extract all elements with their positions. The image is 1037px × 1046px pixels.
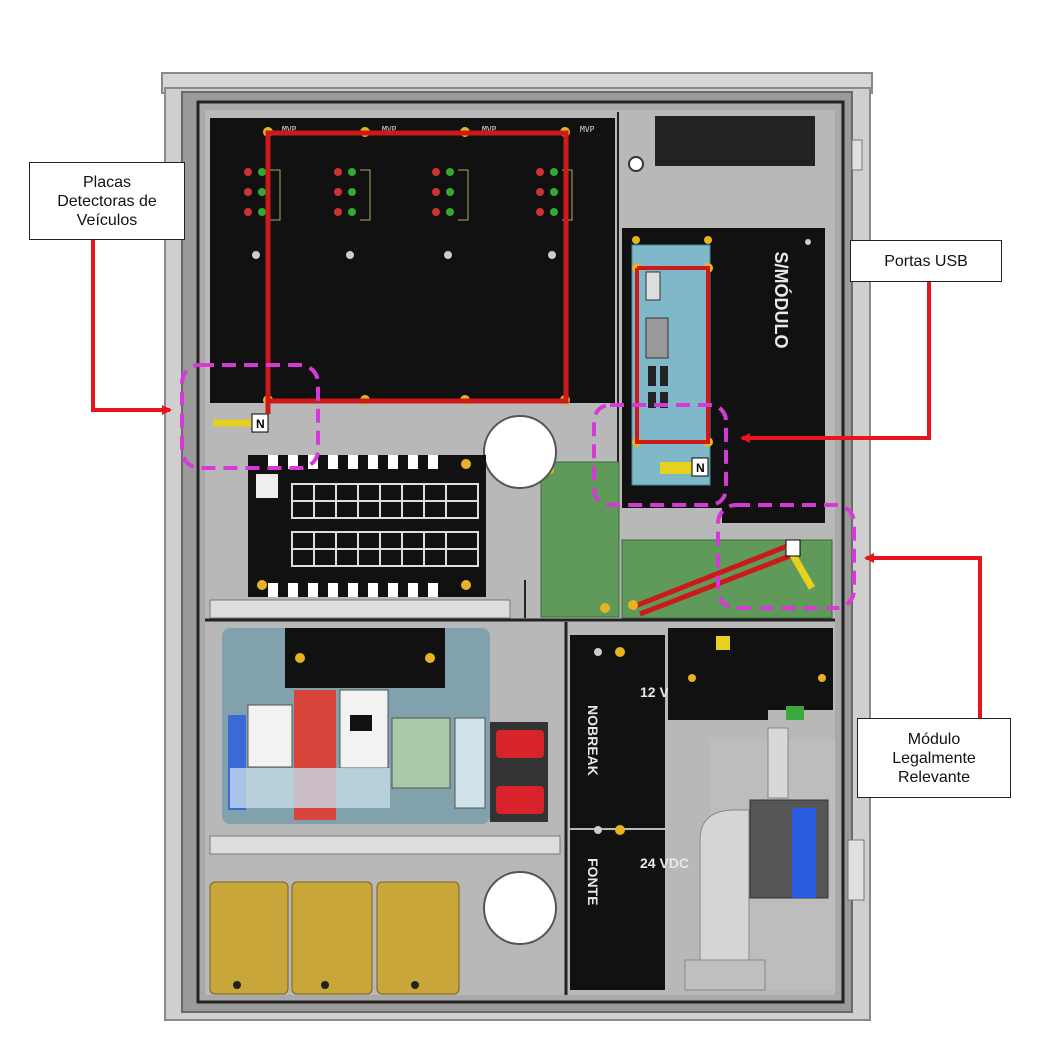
svg-text:MVP: MVP: [282, 125, 297, 134]
callout-vehicle-detectors-text: Placas Detectoras de Veículos: [57, 173, 157, 229]
detector-channel-2: [334, 168, 371, 259]
highlight-legal-module: [716, 503, 856, 610]
svg-text:N: N: [696, 461, 705, 475]
arrow-vehicle-detectors: [91, 240, 172, 415]
middle-green-pcb: [540, 461, 620, 618]
ups-unit: 12 VDC NOBREAK: [570, 635, 689, 828]
psu-voltage-label: 24 VDC: [640, 855, 689, 871]
detector-channel-1: [244, 168, 281, 259]
svg-text:MVP: MVP: [580, 125, 595, 134]
modem-board: [668, 628, 833, 720]
battery-1: [209, 881, 289, 995]
vehicle-detector-board: MVP MVP MVP MVP: [210, 118, 615, 405]
callout-vehicle-detectors: Placas Detectoras de Veículos: [29, 162, 185, 240]
callout-arrows: [91, 240, 982, 718]
usb-port-4: [660, 392, 668, 408]
arrow-legal-module: [864, 553, 982, 718]
battery-2: [291, 881, 373, 995]
psu-name-label: FONTE: [585, 858, 601, 905]
callout-usb-ports: Portas USB: [850, 240, 1002, 282]
io-terminal-board: [248, 455, 486, 597]
ac-outlets: [490, 722, 548, 822]
detector-seal: N: [213, 400, 271, 433]
highlight-boxes: [180, 363, 856, 610]
usb-port-3: [648, 392, 656, 408]
ups-name-label: NOBREAK: [585, 705, 601, 776]
cpu-board: N: [622, 228, 722, 508]
no-module-label: S/MÓDULO: [771, 252, 792, 349]
highlight-detector-seal: [180, 363, 320, 470]
highlight-usb-ports: [592, 403, 728, 507]
seal-wire-cpu: [635, 266, 710, 444]
contactor: [339, 689, 389, 769]
callout-legal-module-text: Módulo Legalmente Relevante: [892, 730, 976, 786]
svg-text:MVP: MVP: [382, 125, 397, 134]
svg-text:N: N: [256, 417, 265, 431]
svg-text:MVP: MVP: [482, 125, 497, 134]
callout-legal-module: Módulo Legalmente Relevante: [857, 718, 1011, 798]
legal-module-board: [621, 539, 833, 619]
electrical-section: [222, 628, 490, 824]
ac-outlet-1: [496, 730, 544, 758]
circuit-breaker: [247, 704, 293, 768]
seal-wire-detectors: [265, 130, 569, 404]
top-right-slot: [655, 116, 815, 166]
cable-hole-lower: [483, 871, 557, 945]
batteries: [209, 881, 460, 995]
din-rail-upper: [209, 599, 511, 619]
antenna-mount: [684, 727, 835, 991]
usb-port-1: [648, 366, 656, 386]
din-rail-lower: [209, 835, 561, 855]
battery-3: [376, 881, 460, 995]
detector-channel-3: [432, 168, 469, 259]
ac-outlet-2: [496, 786, 544, 814]
power-module: [391, 717, 451, 789]
blank-module-panel: S/MÓDULO: [722, 228, 825, 523]
callout-usb-ports-text: Portas USB: [884, 252, 968, 270]
power-supply-unit: 24 VDC FONTE: [570, 825, 689, 990]
detector-channel-4: [536, 168, 573, 259]
arrow-usb-ports: [740, 282, 931, 443]
cable-hole-upper: [483, 415, 557, 489]
usb-port-2: [660, 366, 668, 386]
mount-hole: [628, 156, 644, 172]
